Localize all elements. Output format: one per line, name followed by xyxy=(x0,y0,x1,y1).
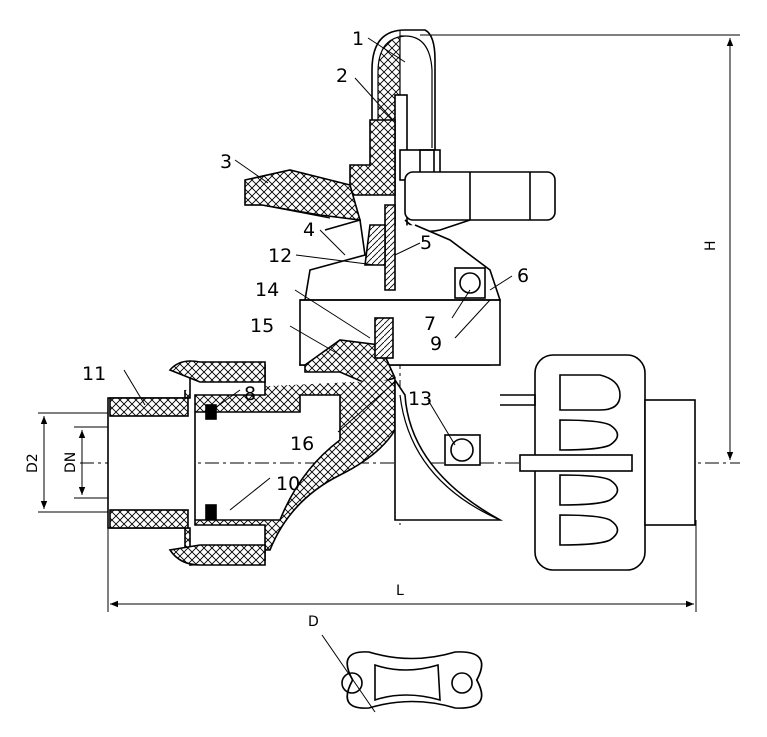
dimension-label-d: D xyxy=(308,614,319,630)
o-ring xyxy=(205,404,217,420)
dimension-label-h: H xyxy=(703,240,719,251)
part-label-12: 12 xyxy=(268,245,292,267)
part-label-15: 15 xyxy=(250,315,274,337)
part-label-6: 6 xyxy=(517,265,529,287)
outlet-pipe xyxy=(644,399,696,526)
part-label-3: 3 xyxy=(220,151,232,173)
part-label-13: 13 xyxy=(408,388,432,410)
dimension-d-line xyxy=(321,634,376,713)
flange-hole-right xyxy=(451,672,473,694)
part-label-16: 16 xyxy=(290,433,314,455)
dimension-label-l: L xyxy=(396,583,404,599)
dimension-label-dn: DN xyxy=(63,452,79,473)
flange-outline xyxy=(346,651,483,709)
part-label-10: 10 xyxy=(276,473,300,495)
valve-body xyxy=(184,380,396,551)
part-label-7: 7 xyxy=(424,313,436,335)
part-label-9: 9 xyxy=(430,333,442,355)
handle-arm xyxy=(404,171,556,221)
part-label-4: 4 xyxy=(303,219,315,241)
part-label-2: 2 xyxy=(336,65,348,87)
part-label-1: 1 xyxy=(352,28,364,50)
dimension-label-d2: D2 xyxy=(25,453,41,473)
part-label-14: 14 xyxy=(255,279,279,301)
bonnet xyxy=(349,119,396,196)
part-label-11: 11 xyxy=(82,363,106,385)
flange-hole-left xyxy=(341,672,363,694)
part-label-5: 5 xyxy=(420,232,432,254)
top-cap xyxy=(371,29,436,150)
part-label-8: 8 xyxy=(244,383,256,405)
